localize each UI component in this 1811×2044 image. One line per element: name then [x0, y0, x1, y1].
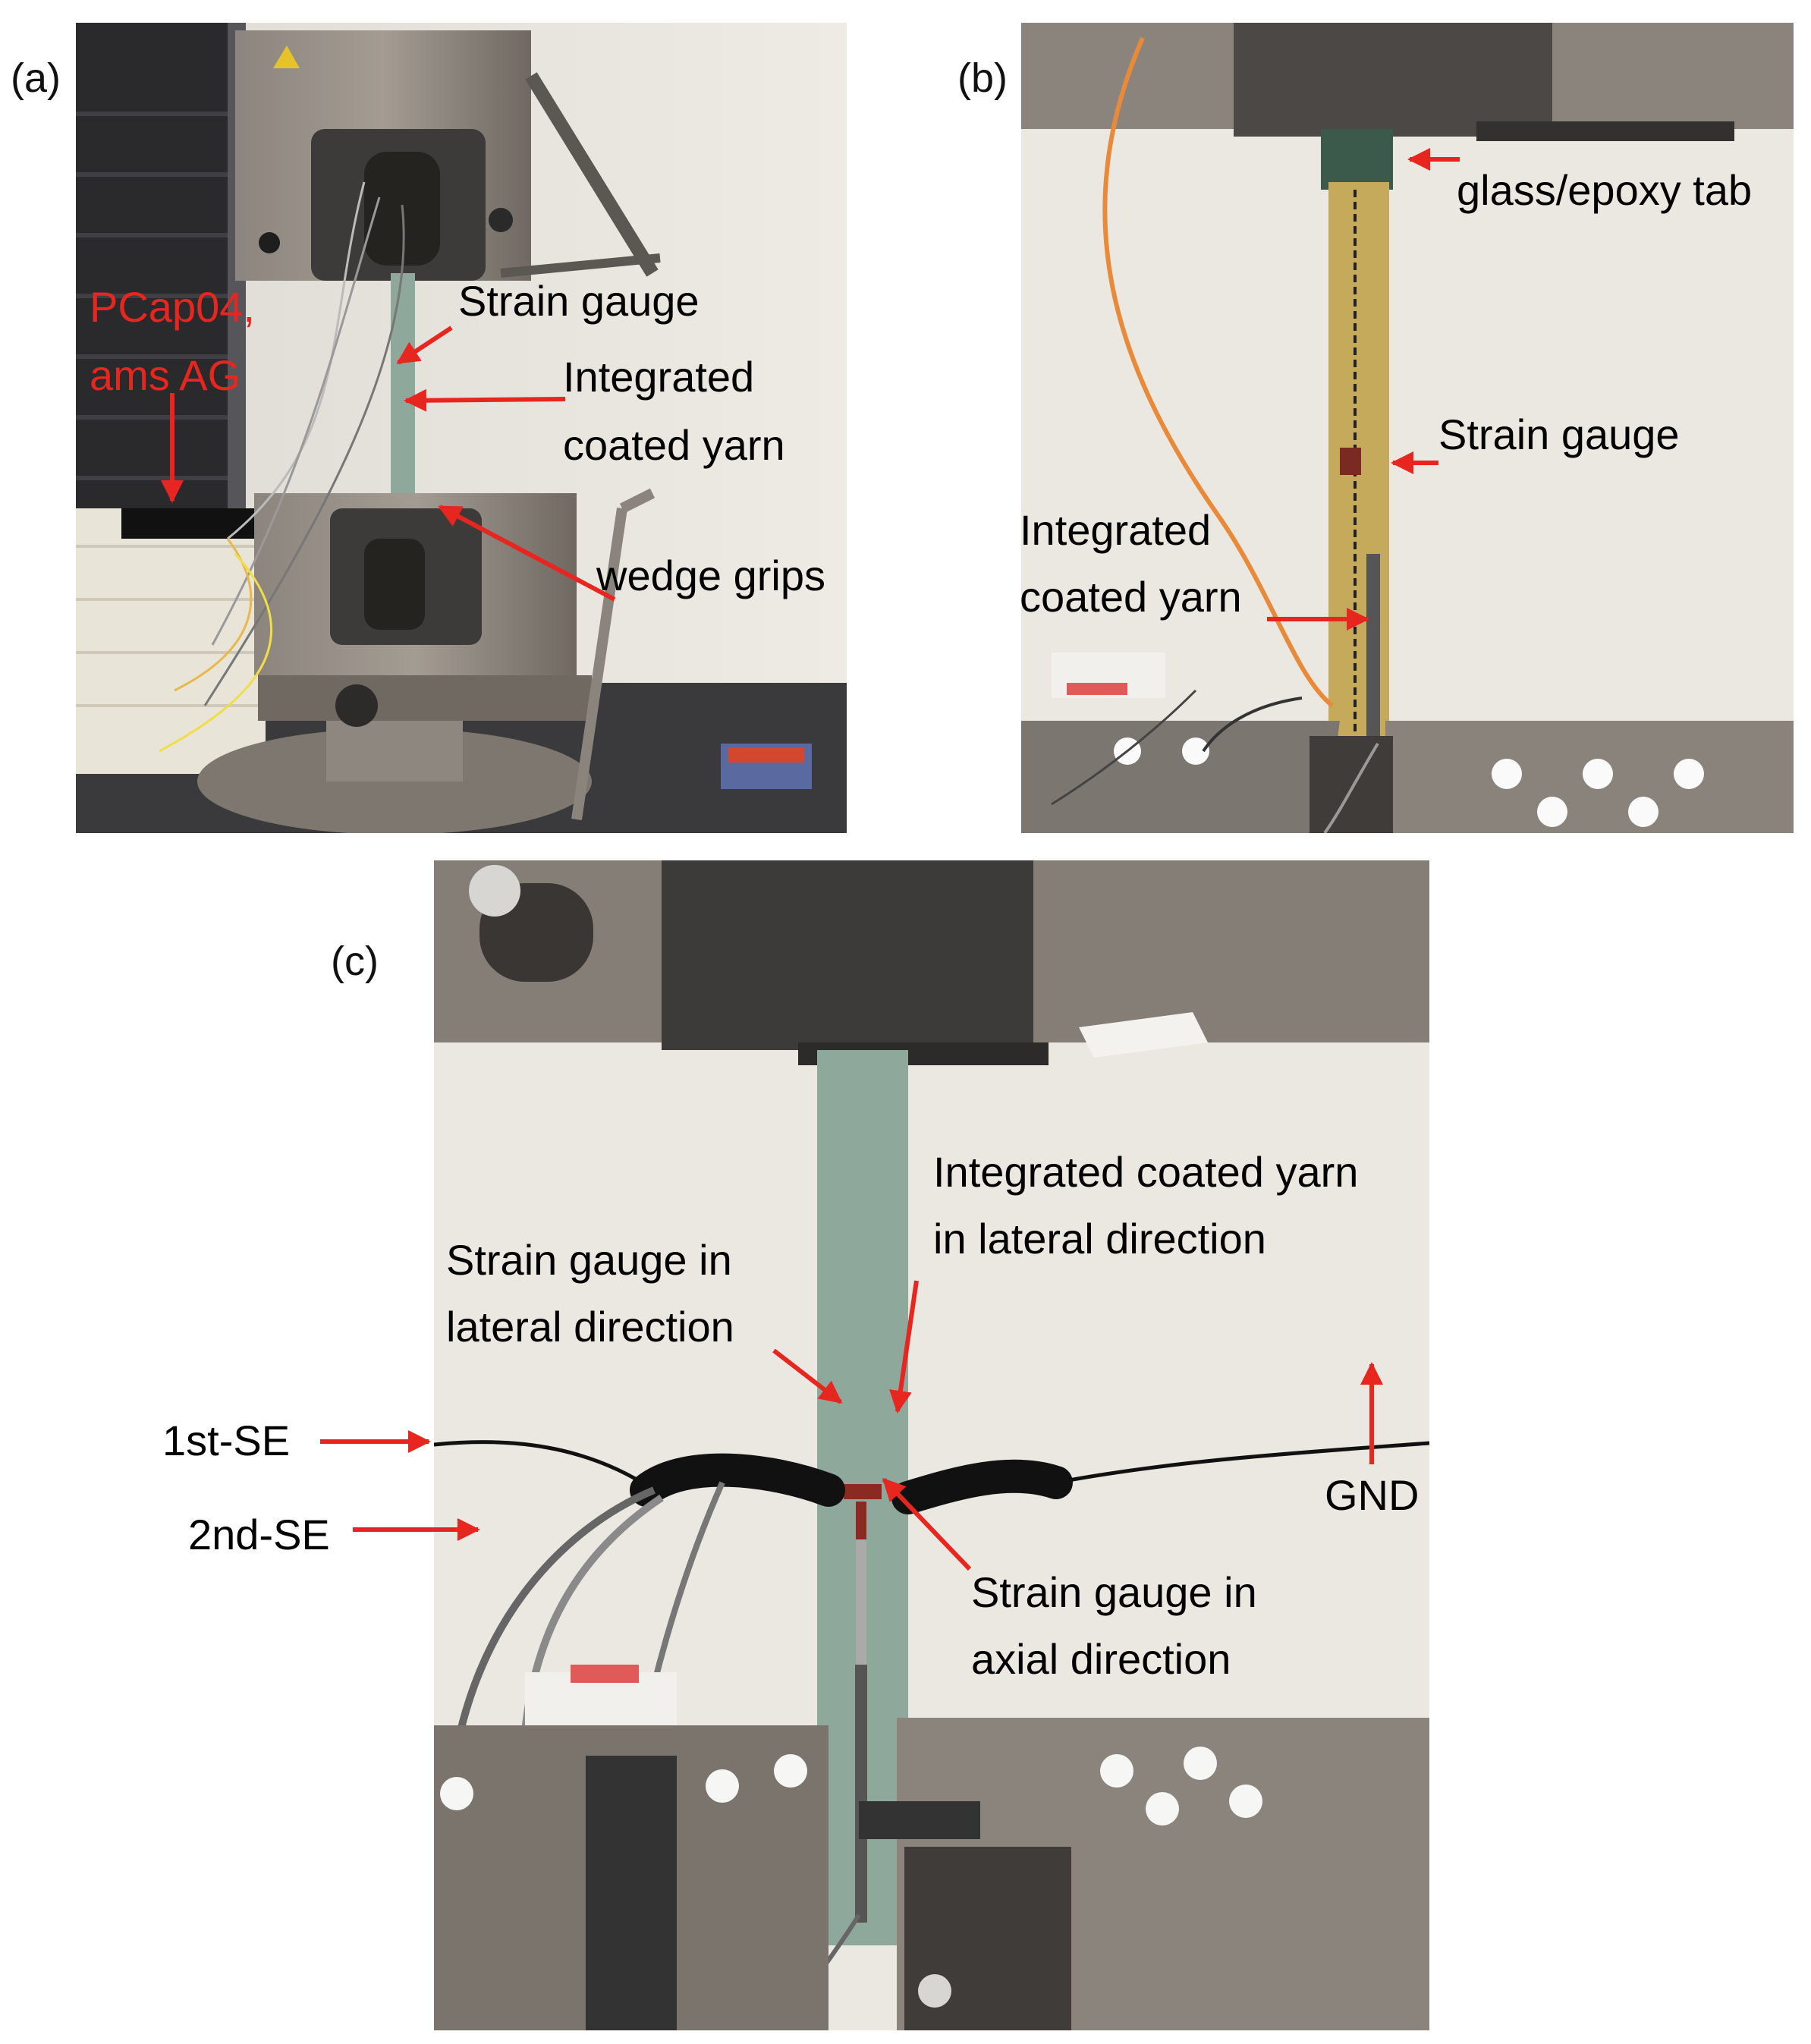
label-wedge-grips: wedge grips — [596, 552, 825, 599]
label-icy-line2: in lateral direction — [933, 1215, 1266, 1263]
panel-label-a: (a) — [11, 55, 61, 101]
label-b-yarn-line2: coated yarn — [1020, 573, 1242, 621]
label-icy-line1: Integrated coated yarn — [933, 1148, 1359, 1196]
label-tab: glass/epoxy tab — [1457, 166, 1753, 214]
label-se2: 2nd-SE — [188, 1511, 330, 1558]
label-sga-line1: Strain gauge in — [971, 1568, 1257, 1616]
label-a-strain-gauge: Strain gauge — [458, 277, 700, 325]
label-a-yarn-line1: Integrated — [563, 353, 755, 401]
label-gnd: GND — [1325, 1471, 1420, 1519]
label-sgl-line1: Strain gauge in — [446, 1236, 732, 1284]
label-b-strain-gauge: Strain gauge — [1438, 410, 1680, 458]
label-a-yarn-line2: coated yarn — [563, 421, 785, 469]
label-b-yarn-line1: Integrated — [1020, 506, 1212, 554]
label-sga-line2: axial direction — [971, 1635, 1231, 1683]
label-pcap-line1: PCap04, — [90, 283, 255, 331]
label-se1: 1st-SE — [162, 1417, 291, 1464]
photo-a-illustration — [76, 23, 847, 833]
label-pcap-line2: ams AG — [90, 351, 241, 399]
photo-c-illustration — [434, 860, 1429, 2030]
photo-a — [76, 23, 847, 833]
photo-c — [434, 860, 1429, 2030]
label-sgl-line2: lateral direction — [446, 1303, 734, 1351]
panel-label-b: (b) — [957, 55, 1008, 101]
panel-label-c: (c) — [331, 939, 379, 984]
